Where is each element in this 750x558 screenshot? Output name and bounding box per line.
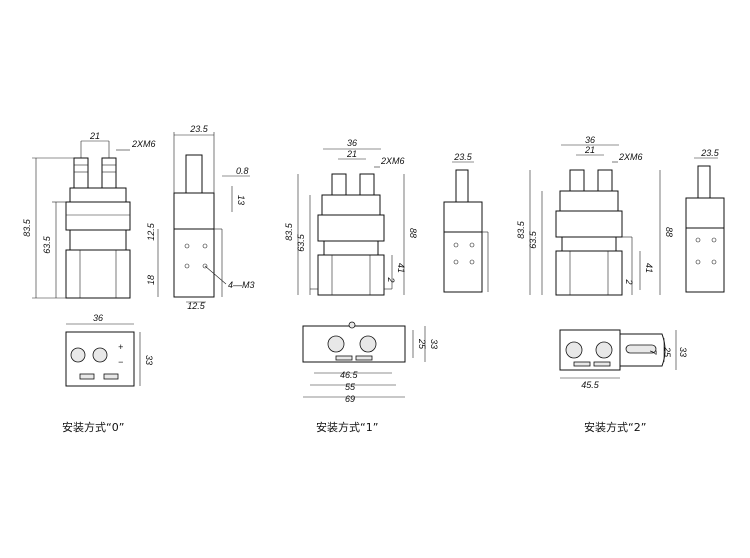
dim-side-width: 23.5	[189, 124, 209, 134]
dim-l2-thread: 2XM6	[618, 152, 643, 162]
dim-l2-25: 25	[662, 346, 672, 358]
layout-2-side-view: 23.5	[685, 148, 725, 293]
dim-l2-width-36: 36	[585, 135, 595, 145]
dim-l1-55: 55	[345, 382, 356, 392]
dim-l2-45-5: 45.5	[581, 380, 600, 390]
dim-l1-2: 2	[386, 276, 396, 282]
dim-l1-width-36: 36	[347, 138, 357, 148]
dim-plan-width: 36	[93, 313, 103, 323]
layout-1-front-view: 36 21 2XM6 83.5 63.5 88 41 2	[284, 138, 418, 296]
dim-bottom: 12.5	[187, 301, 206, 311]
caption-layout-0: 安装方式“0”	[62, 420, 124, 434]
layout-1-plan-view: 46.5 55 69 25 33	[302, 321, 439, 404]
layout-2-front-view: 36 21 2XM6 83.5 63.5 88 41 2	[516, 135, 674, 296]
svg-text:−: −	[118, 357, 123, 367]
dim-l2-body: 63.5	[528, 230, 538, 249]
dim-body-height: 63.5	[42, 235, 52, 254]
svg-text:+: +	[118, 342, 123, 352]
layout-0-plan-view: + − 36 33	[65, 313, 154, 387]
dim-18: 18	[146, 275, 156, 285]
dim-l2-7: 7	[648, 349, 658, 355]
dim-l1-overall: 83.5	[284, 222, 294, 241]
caption-layout-1: 安装方式“1”	[316, 420, 378, 434]
dim-l1-25: 25	[417, 338, 427, 350]
dim-plan-height: 33	[144, 355, 154, 365]
dim-l2-side-width: 23.5	[700, 148, 720, 158]
dim-l2-33: 33	[678, 347, 688, 357]
dim-overall-height: 83.5	[22, 218, 32, 237]
dim-front-width: 21	[89, 131, 100, 141]
layout-0-front-view: 21 2XM6 83.5 63.5	[22, 131, 156, 299]
dim-l1-side-width: 23.5	[453, 152, 473, 162]
dim-l1-41: 41	[396, 263, 406, 273]
dim-l1-thread: 2XM6	[380, 156, 405, 166]
dim-l1-46-5: 46.5	[340, 370, 359, 380]
dim-l1-body: 63.5	[296, 233, 306, 252]
dim-l2-2: 2	[624, 278, 634, 284]
dim-l1-69: 69	[345, 394, 355, 404]
dim-l1-88: 88	[408, 228, 418, 238]
dim-l2-41: 41	[644, 263, 654, 273]
dim-thickness: 0.8	[236, 166, 249, 176]
dim-13: 13	[236, 195, 246, 205]
caption-layout-2: 安装方式“2”	[584, 420, 646, 434]
dim-l2-overall: 83.5	[516, 220, 526, 239]
dim-l2-width-21: 21	[584, 145, 595, 155]
dim-thread: 2XM6	[131, 139, 156, 149]
layout-2-plan-view: 45.5 7 25 33	[559, 329, 688, 390]
dim-screw: 4—M3	[228, 280, 255, 290]
dim-12-5: 12.5	[146, 222, 156, 241]
dim-l1-width-21: 21	[346, 149, 357, 159]
dim-l2-88: 88	[664, 227, 674, 237]
dim-l1-33: 33	[429, 339, 439, 349]
layout-1-side-view: 23.5	[443, 152, 489, 293]
layout-0-side-view: 23.5 0.8 13 12.5 18 12.5 4—M3	[146, 124, 255, 311]
